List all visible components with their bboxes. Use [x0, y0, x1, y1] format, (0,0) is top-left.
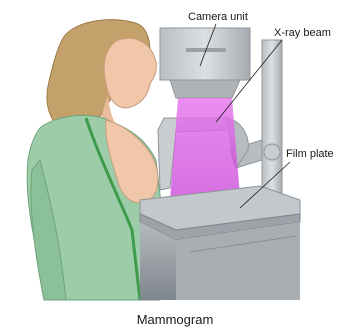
label-film-plate: Film plate — [286, 148, 334, 160]
label-camera-unit: Camera unit — [188, 11, 248, 23]
label-xray-beam: X-ray beam — [274, 27, 331, 39]
diagram-caption: Mammogram — [137, 312, 214, 327]
film-plate — [140, 186, 300, 300]
xray-beam — [170, 98, 240, 200]
camera-unit — [160, 28, 250, 98]
face — [104, 38, 156, 108]
